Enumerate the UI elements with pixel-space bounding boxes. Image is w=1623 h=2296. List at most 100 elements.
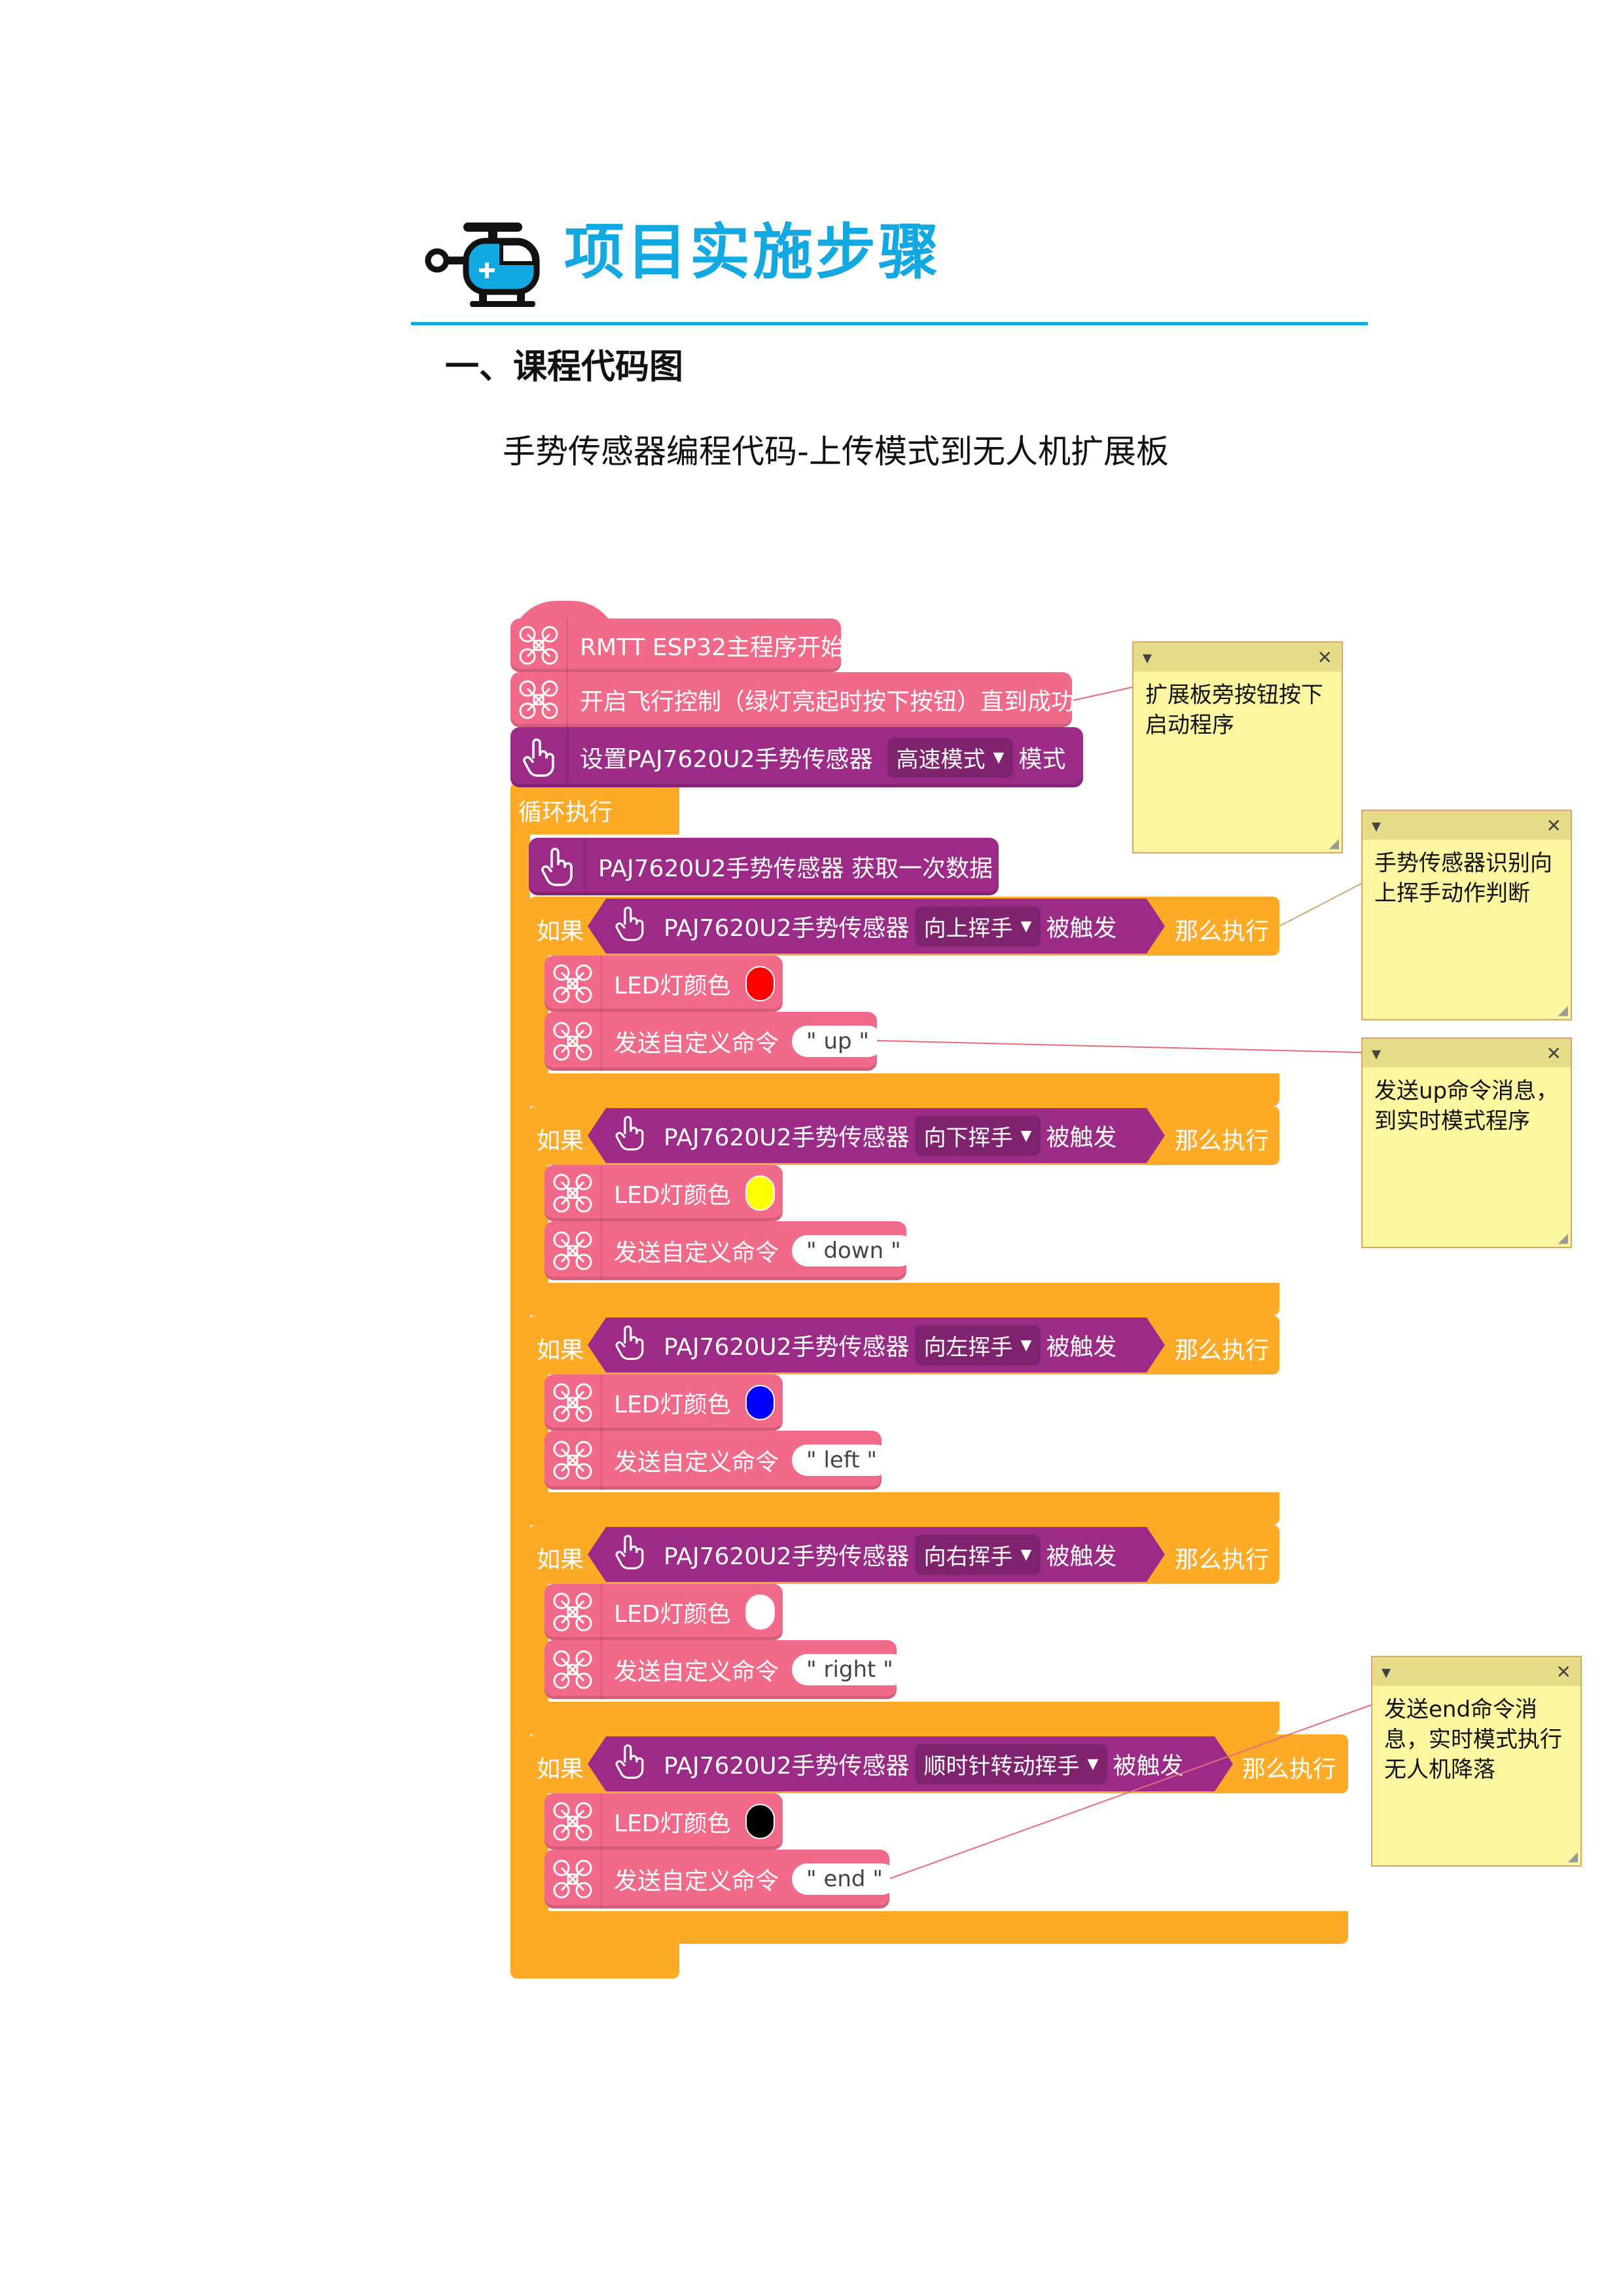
gesture-condition[interactable]: PAJ7620U2手势传感器 向左挥手▼ 被触发 — [588, 1318, 1165, 1372]
send-command-label: 发送自定义命令 — [614, 1659, 779, 1685]
led-color-swatch[interactable] — [745, 1175, 775, 1211]
led-color-label: LED灯颜色 — [614, 1391, 731, 1418]
gesture-value: 向右挥手 — [923, 1543, 1013, 1570]
sensor-fetch-block[interactable]: PAJ7620U2手势传感器 获取一次数据 — [529, 838, 999, 895]
led-color-block[interactable]: LED灯颜色 — [544, 1793, 783, 1850]
sensor-setup-label: 设置PAJ7620U2手势传感器 — [580, 746, 873, 773]
led-color-swatch[interactable] — [745, 966, 775, 1001]
comment-note[interactable]: ▾✕ 发送end命令消息，实时模式执行无人机降落 ◢ — [1371, 1656, 1582, 1867]
helicopter-icon — [425, 223, 540, 307]
loop-spine — [510, 831, 530, 1970]
if-foot — [529, 1073, 1279, 1106]
gesture-dropdown[interactable]: 顺时针转动挥手▼ — [915, 1744, 1108, 1784]
start-label: RMTT ESP32主程序开始 — [580, 634, 844, 661]
collapse-icon[interactable]: ▾ — [1382, 1660, 1391, 1683]
command-text-input[interactable]: " end " — [792, 1863, 897, 1895]
gesture-dropdown[interactable]: 向左挥手 ▼ — [915, 1325, 1041, 1365]
gesture-dropdown[interactable]: 向右挥手▼ — [915, 1535, 1041, 1575]
drone-icon — [544, 1374, 602, 1431]
comment-text[interactable]: 手势传感器识别向上挥手动作判断 — [1374, 850, 1552, 906]
command-text-input[interactable]: " right " — [792, 1654, 908, 1685]
drone-icon — [544, 1012, 602, 1071]
comment-header: ▾✕ — [1133, 643, 1342, 672]
led-color-swatch[interactable] — [745, 1594, 775, 1630]
close-icon[interactable]: ✕ — [1317, 646, 1332, 668]
if-label: 如果 — [537, 918, 584, 945]
comment-note[interactable]: ▾✕ 发送up命令消息，到实时模式程序 ◢ — [1361, 1037, 1572, 1248]
command-text-input[interactable]: " up " — [792, 1026, 884, 1057]
triggered-label: 被触发 — [1046, 1334, 1117, 1361]
then-label: 那么执行 — [1175, 918, 1270, 945]
if-label: 如果 — [537, 1756, 584, 1783]
gesture-condition[interactable]: PAJ7620U2手势传感器 向下挥手▼ 被触发 — [588, 1108, 1165, 1163]
triggered-label: 被触发 — [1113, 1753, 1184, 1780]
comment-header: ▾✕ — [1372, 1657, 1580, 1686]
gesture-dropdown[interactable]: 向下挥手▼ — [915, 1116, 1041, 1156]
section-subtitle: 手势传感器编程代码-上传模式到无人机扩展板 — [503, 433, 1169, 471]
resize-grip-icon[interactable]: ◢ — [1558, 1230, 1568, 1246]
send-command-label: 发送自定义命令 — [614, 1868, 779, 1895]
gesture-condition[interactable]: PAJ7620U2手势传感器 向右挥手▼ 被触发 — [588, 1527, 1165, 1582]
led-color-block[interactable]: LED灯颜色 — [544, 1374, 783, 1431]
drone-icon — [510, 672, 568, 727]
comment-text[interactable]: 扩展板旁按钮按下启动程序 — [1145, 682, 1323, 738]
send-command-block[interactable]: 发送自定义命令 " right " — [544, 1640, 908, 1699]
send-command-block[interactable]: 发送自定义命令 " end " — [544, 1850, 897, 1909]
gesture-value: 向左挥手 — [923, 1334, 1013, 1361]
start-block[interactable]: RMTT ESP32主程序开始 — [510, 619, 844, 672]
sensor-mode-dropdown[interactable]: 高速模式▼ — [887, 737, 1014, 778]
triggered-label: 被触发 — [1046, 1543, 1117, 1570]
comment-header: ▾✕ — [1363, 1039, 1571, 1067]
led-color-swatch[interactable] — [745, 1804, 775, 1839]
comment-text[interactable]: 发送up命令消息，到实时模式程序 — [1374, 1078, 1559, 1134]
comment-note[interactable]: ▾✕ 扩展板旁按钮按下启动程序 ◢ — [1132, 641, 1343, 853]
led-color-block[interactable]: LED灯颜色 — [544, 1165, 783, 1221]
then-label: 那么执行 — [1175, 1547, 1270, 1573]
comment-text[interactable]: 发送end命令消息，实时模式执行无人机降落 — [1384, 1696, 1562, 1783]
chevron-down-icon: ▼ — [1020, 1336, 1032, 1354]
triggered-label: 被触发 — [1046, 1124, 1117, 1151]
sensor-fetch-label: PAJ7620U2手势传感器 获取一次数据 — [598, 855, 993, 882]
command-text-input[interactable]: " down " — [792, 1235, 916, 1266]
resize-grip-icon[interactable]: ◢ — [1558, 1002, 1568, 1018]
condition-sensor-label: PAJ7620U2手势传感器 — [664, 1124, 910, 1151]
drone-icon — [510, 619, 568, 672]
sensor-setup-suffix: 模式 — [1018, 746, 1066, 773]
gesture-condition[interactable]: PAJ7620U2手势传感器 向上挥手▼ 被触发 — [588, 899, 1165, 954]
collapse-icon[interactable]: ▾ — [1372, 1042, 1382, 1064]
close-icon[interactable]: ✕ — [1546, 1042, 1561, 1064]
led-color-swatch[interactable] — [745, 1385, 775, 1420]
title-divider — [411, 322, 1368, 325]
led-color-block[interactable]: LED灯颜色 — [544, 956, 783, 1012]
chevron-down-icon: ▼ — [1020, 918, 1032, 935]
led-color-label: LED灯颜色 — [614, 1601, 731, 1628]
gesture-dropdown[interactable]: 向上挥手▼ — [915, 906, 1041, 946]
collapse-icon[interactable]: ▾ — [1143, 646, 1152, 668]
hand-pointer-icon — [614, 1534, 645, 1575]
comment-note[interactable]: ▾✕ 手势传感器识别向上挥手动作判断 ◢ — [1361, 810, 1572, 1020]
if-label: 如果 — [537, 1547, 584, 1573]
close-icon[interactable]: ✕ — [1546, 814, 1561, 836]
loop-body[interactable] — [510, 782, 679, 834]
resize-grip-icon[interactable]: ◢ — [1329, 835, 1339, 851]
collapse-icon[interactable]: ▾ — [1372, 814, 1382, 836]
send-command-block[interactable]: 发送自定义命令 " left " — [544, 1431, 891, 1490]
led-color-label: LED灯颜色 — [614, 973, 731, 999]
send-command-block[interactable]: 发送自定义命令 " up " — [544, 1012, 884, 1071]
send-command-block[interactable]: 发送自定义命令 " down " — [544, 1221, 916, 1280]
hand-pointer-icon — [510, 727, 568, 787]
resize-grip-icon[interactable]: ◢ — [1567, 1848, 1578, 1864]
close-icon[interactable]: ✕ — [1556, 1660, 1571, 1683]
drone-icon — [544, 1584, 602, 1640]
then-label: 那么执行 — [1175, 1128, 1270, 1155]
gesture-value: 向下挥手 — [923, 1124, 1013, 1151]
led-color-block[interactable]: LED灯颜色 — [544, 1584, 783, 1640]
send-command-label: 发送自定义命令 — [614, 1240, 779, 1266]
send-command-label: 发送自定义命令 — [614, 1449, 779, 1476]
takeoff-block[interactable]: 开启飞行控制（绿灯亮起时按下按钮）直到成功 — [510, 672, 1075, 727]
gesture-condition[interactable]: PAJ7620U2手势传感器 顺时针转动挥手▼ 被触发 — [588, 1736, 1233, 1791]
command-text-input[interactable]: " left " — [792, 1444, 891, 1476]
sensor-setup-block[interactable]: 设置PAJ7620U2手势传感器 高速模式▼ 模式 — [510, 727, 1083, 787]
comment-header: ▾✕ — [1363, 811, 1571, 840]
if-foot — [529, 1492, 1279, 1525]
